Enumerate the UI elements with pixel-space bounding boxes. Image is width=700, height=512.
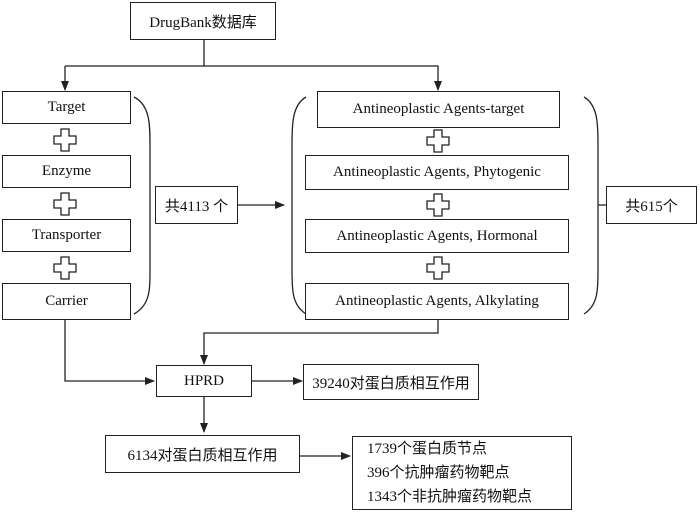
filtered-interactions-label: 6134对蛋白质相互作用 <box>127 447 278 464</box>
hprd-box: HPRD <box>156 365 252 397</box>
plus-icon <box>426 256 450 280</box>
plus-icon <box>53 192 77 216</box>
plus-icon <box>53 256 77 280</box>
filtered-interactions-box: 6134对蛋白质相互作用 <box>105 435 300 473</box>
arrow-carrier-to-hprd <box>64 320 155 385</box>
left-total-label: 共4113 个 <box>164 198 229 215</box>
plus-icon <box>426 129 450 153</box>
antineoplastic-hormonal-label: Antineoplastic Agents, Hormonal <box>336 227 538 244</box>
antineoplastic-alkylating-label: Antineoplastic Agents, Alkylating <box>335 293 539 309</box>
target-box: Target <box>2 91 131 124</box>
transporter-box: Transporter <box>2 219 131 252</box>
right-group-close-brace <box>583 96 599 315</box>
enzyme-box: Enzyme <box>2 155 131 188</box>
drugbank-database-box: DrugBank数据库 <box>130 2 276 40</box>
right-group-open-brace <box>291 96 307 315</box>
antineoplastic-target-label: Antineoplastic Agents-target <box>352 101 525 117</box>
antineoplastic-target-box: Antineoplastic Agents-target <box>317 91 560 128</box>
carrier-box: Carrier <box>2 283 131 320</box>
enzyme-label: Enzyme <box>41 163 92 179</box>
target-label: Target <box>47 99 86 115</box>
results-box: 1739个蛋白质节点 396个抗肿瘤药物靶点 1343个非抗肿瘤药物靶点 <box>352 436 572 510</box>
arrow-to-antineoplastic-target <box>204 65 442 91</box>
antineoplastic-alkylating-box: Antineoplastic Agents, Alkylating <box>305 283 569 320</box>
carrier-label: Carrier <box>45 293 88 309</box>
hprd-interactions-label: 39240对蛋白质相互作用 <box>312 375 470 392</box>
result-protein-nodes: 1739个蛋白质节点 <box>367 441 488 457</box>
transporter-label: Transporter <box>31 227 102 243</box>
connector-source-split <box>65 40 205 67</box>
drugbank-label: DrugBank数据库 <box>149 14 257 31</box>
left-total-box: 共4113 个 <box>155 186 238 224</box>
right-total-label: 共615个 <box>625 198 678 215</box>
result-antitumor-targets: 396个抗肿瘤药物靶点 <box>367 465 510 481</box>
left-group-brace <box>133 96 151 315</box>
arrow-alkylating-to-hprd <box>200 320 439 365</box>
antineoplastic-hormonal-box: Antineoplastic Agents, Hormonal <box>305 219 569 253</box>
plus-icon <box>53 128 77 152</box>
hprd-interactions-box: 39240对蛋白质相互作用 <box>303 364 479 400</box>
plus-icon <box>426 193 450 217</box>
right-total-box: 共615个 <box>606 186 697 224</box>
hprd-label: HPRD <box>183 372 224 389</box>
antineoplastic-phytogenic-box: Antineoplastic Agents, Phytogenic <box>305 155 569 190</box>
result-non-antitumor-targets: 1343个非抗肿瘤药物靶点 <box>367 489 533 505</box>
antineoplastic-phytogenic-label: Antineoplastic Agents, Phytogenic <box>333 164 541 180</box>
